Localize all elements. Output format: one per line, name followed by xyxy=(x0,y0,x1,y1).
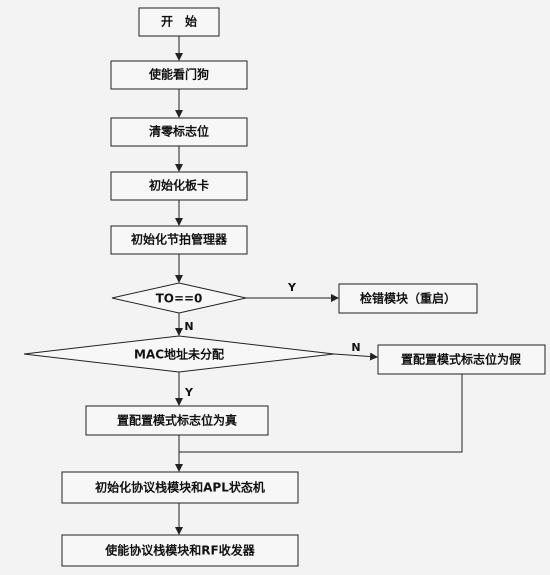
init-board-label: 初始化板卡 xyxy=(149,178,209,193)
set-true-label: 置配置模式标志位为真 xyxy=(117,413,237,428)
clear-flag-box xyxy=(110,117,248,147)
enable-stack-label: 使能协议栈模块和RF收发器 xyxy=(104,543,255,558)
mac-decision-label: MAC地址未分配 xyxy=(134,347,224,362)
to-yes-label: Y xyxy=(287,281,297,294)
init-board-box xyxy=(110,171,248,201)
init-beat-label: 初始化节拍管理器 xyxy=(131,232,228,247)
edge-mac-no xyxy=(333,352,378,361)
error-module-box xyxy=(338,283,478,314)
init-stack-label: 初始化协议栈模块和APL状态机 xyxy=(95,480,265,495)
set-false-label: 置配置模式标志位为假 xyxy=(401,352,522,367)
start-box xyxy=(138,7,220,37)
to-decision-label: TO==0 xyxy=(156,292,203,306)
watchdog-box xyxy=(110,60,248,90)
mac-no-label: N xyxy=(351,341,360,354)
set-false-box xyxy=(377,344,546,375)
clear-flag-label: 清零标志位 xyxy=(149,124,209,139)
init-stack-box xyxy=(61,471,299,504)
error-module-label: 检错模块（重启） xyxy=(360,291,456,306)
set-true-box xyxy=(85,405,269,436)
edge-setfalse-merge xyxy=(179,374,463,453)
enable-stack-box xyxy=(61,534,299,567)
watchdog-label: 使能看门狗 xyxy=(148,67,209,82)
mac-yes-label: Y xyxy=(184,386,194,399)
to-no-label: N xyxy=(184,320,193,333)
start-label: 开 始 xyxy=(161,14,197,29)
